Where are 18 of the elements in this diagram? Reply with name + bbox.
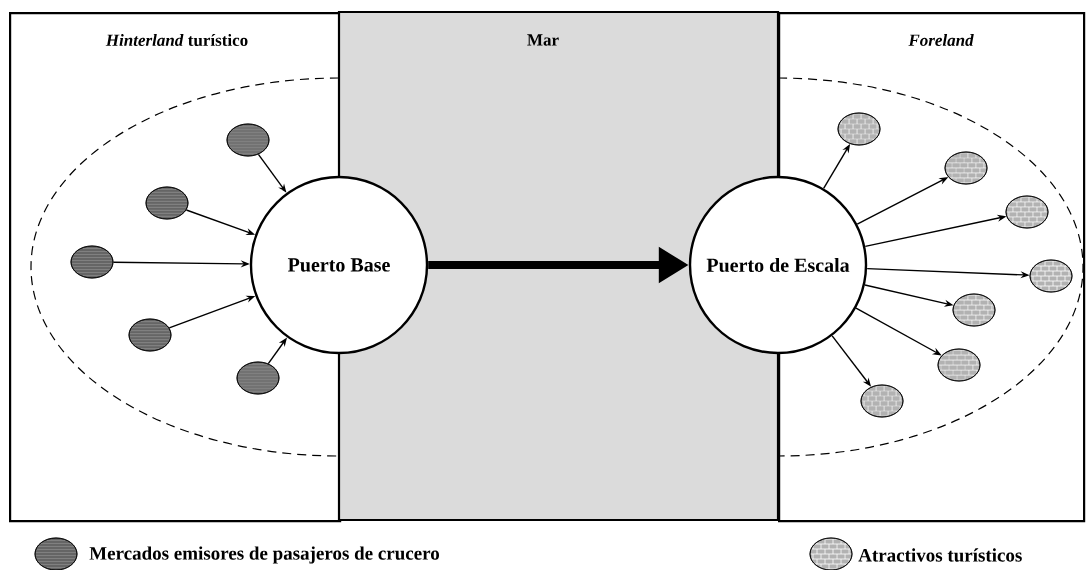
attraction-ellipse — [1029, 259, 1073, 293]
arrow — [257, 153, 287, 193]
attraction-ellipse — [860, 384, 904, 418]
market-ellipse — [226, 123, 270, 157]
panel-heading: Mar — [527, 34, 559, 46]
attraction-ellipse — [937, 348, 981, 382]
legend-label: Mercados emisores de pasajeros de crucero — [89, 546, 440, 564]
attraction-ellipse — [952, 293, 996, 327]
attraction-ellipse — [1005, 195, 1049, 229]
panel-heading: Foreland — [908, 34, 974, 46]
market-ellipse — [128, 318, 172, 352]
market-ellipse — [145, 186, 189, 220]
market-ellipse — [70, 245, 114, 279]
market-ellipse — [236, 361, 280, 395]
attraction-ellipse — [944, 151, 988, 185]
panel-heading: Hinterland turístico — [105, 34, 248, 46]
attraction-ellipse — [837, 112, 881, 146]
legend-label: Atractivos turísticos — [858, 548, 1022, 562]
